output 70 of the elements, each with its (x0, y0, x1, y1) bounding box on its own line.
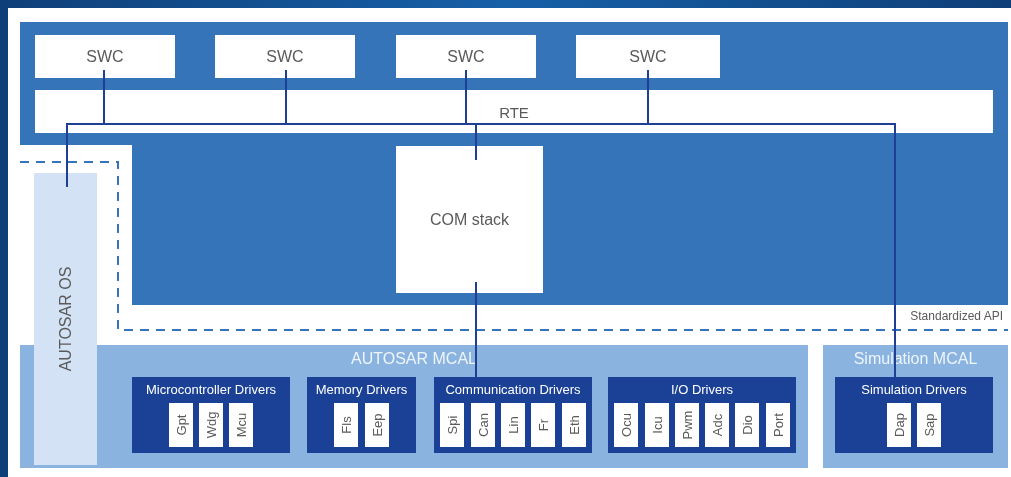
mcal-panel (823, 345, 1008, 468)
connector-line (647, 69, 649, 125)
driver-module-box (199, 403, 223, 447)
driver-module-box (886, 403, 911, 447)
module-label: Eep (370, 413, 384, 437)
driver-module-box (644, 403, 669, 447)
connector-line (285, 69, 287, 125)
heading-label: Simulation Drivers (860, 382, 968, 397)
runtime-environment-bar (35, 90, 993, 133)
module-label: Sap (922, 413, 936, 437)
heading-label: Microcontroller Drivers (145, 382, 277, 397)
node-label: AUTOSAR OS (57, 266, 74, 372)
driver-module-box (561, 403, 586, 447)
driver-module-box (229, 403, 254, 447)
connector-line (66, 123, 105, 188)
driver-module-box (501, 403, 525, 447)
module-label: Lin (506, 416, 520, 434)
connector-line (465, 69, 467, 125)
connector-line (475, 281, 477, 378)
heading-label: Communication Drivers (444, 382, 582, 397)
driver-module-box (334, 403, 359, 447)
driver-module-box (765, 403, 790, 447)
module-label: Can (476, 413, 490, 437)
connector-line (475, 123, 477, 161)
node-label: SWC (628, 47, 668, 66)
module-label: Eth (567, 415, 581, 435)
node-label: SWC (265, 47, 305, 66)
component-box (396, 35, 536, 78)
module-label: Ocu (619, 413, 633, 437)
connector-line (647, 123, 896, 378)
node-label: COM stack (428, 210, 511, 229)
driver-module-box (674, 403, 699, 447)
driver-module-box (168, 403, 193, 447)
driver-group-box (434, 377, 592, 453)
node-label: SWC (85, 47, 125, 66)
component-box (35, 35, 175, 78)
driver-module-box (364, 403, 389, 447)
module-label: Pwm (680, 410, 694, 440)
module-label: Icu (650, 416, 664, 434)
driver-group-box (835, 377, 993, 453)
module-label: Mcu (234, 412, 248, 438)
component-box (215, 35, 355, 78)
driver-group-box (608, 377, 796, 453)
module-label: Adc (710, 413, 724, 437)
driver-module-box (917, 403, 942, 447)
connector-line (103, 69, 105, 125)
module-label: Spi (445, 415, 459, 435)
heading-label: I/O Drivers (669, 382, 735, 397)
module-label: Wdg (204, 411, 218, 439)
stack-box (396, 146, 543, 293)
driver-module-box (705, 403, 730, 447)
module-label: Dap (892, 413, 906, 437)
driver-module-box (735, 403, 760, 447)
driver-module-box (614, 403, 639, 447)
node-label: SWC (446, 47, 486, 66)
module-label: Gpt (174, 414, 188, 436)
driver-group-box (307, 377, 416, 453)
module-label: Fls (339, 416, 353, 434)
module-label: Dio (740, 415, 754, 435)
module-label: Port (771, 413, 785, 437)
heading-label: Memory Drivers (314, 382, 409, 397)
component-box (576, 35, 720, 78)
os-column (34, 173, 97, 465)
module-label: Fr (536, 418, 550, 432)
boundary-label: Standardized API (908, 309, 1005, 323)
node-label: RTE (498, 103, 530, 120)
driver-module-box (440, 403, 465, 447)
driver-module-box (470, 403, 495, 447)
driver-module-box (531, 403, 556, 447)
driver-group-box (132, 377, 290, 453)
